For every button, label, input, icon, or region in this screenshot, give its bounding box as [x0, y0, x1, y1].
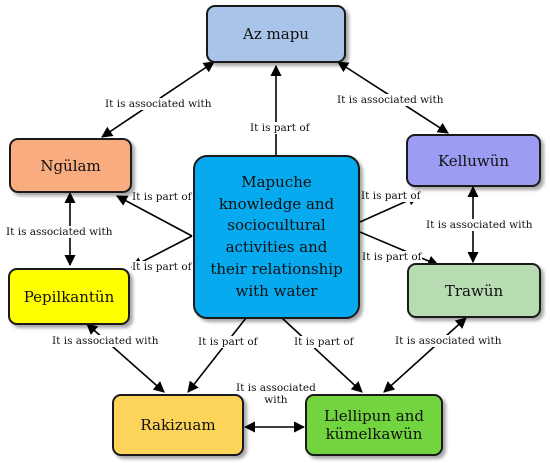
edge-label-rakizuam-llellipun: It is associated with	[236, 382, 316, 407]
edge-label-azmapu-kelluwun: It is associated with	[337, 94, 444, 107]
node-pepilkantun: Pepilkantün	[8, 268, 130, 325]
edge-label-center-ngulam: It is part of	[132, 191, 192, 204]
node-center-label: Mapuche knowledge and sociocultural acti…	[210, 172, 343, 300]
node-llellipun: Llellipun and kümelkawün	[305, 394, 443, 456]
node-trawun-label: Trawün	[444, 281, 504, 300]
edge-label-center-pepilkantun: It is part of	[132, 261, 192, 274]
node-llellipun-label: Llellipun and kümelkawün	[324, 407, 424, 443]
edge-label-trawun-llellipun: It is associated with	[395, 335, 502, 348]
edge-label-ngulam-pepilkantun: It is associated with	[6, 226, 113, 239]
node-kelluwun: Kelluwün	[406, 134, 541, 187]
node-pepilkantun-label: Pepilkantün	[23, 287, 115, 306]
edge-label-center-rakizuam: It is part of	[198, 336, 258, 349]
edge-center-trawun	[359, 231, 440, 267]
edge-label-center-llellipun: It is part of	[294, 336, 354, 349]
node-rakizuam: Rakizuam	[112, 394, 244, 456]
node-az-mapu-label: Az mapu	[243, 25, 309, 43]
node-ngulam-label: Ngülam	[40, 156, 101, 175]
edge-center-ngulam	[116, 195, 193, 237]
node-rakizuam-label: Rakizuam	[140, 416, 216, 434]
edge-label-center-azmapu: It is part of	[250, 122, 310, 135]
edge-label-pepilkantun-rakizuam: It is associated with	[52, 335, 159, 348]
edge-trawun-llellipun	[383, 317, 467, 393]
edge-label-center-trawun: It is part of	[362, 251, 422, 264]
edge-label-center-kelluwun: It is part of	[361, 190, 421, 203]
node-ngulam: Ngülam	[9, 138, 132, 193]
edge-label-azmapu-ngulam: It is associated with	[105, 98, 212, 111]
edge-label-kelluwun-trawun: It is associated with	[426, 219, 533, 232]
edge-center-rakizuam	[187, 317, 247, 393]
node-center: Mapuche knowledge and sociocultural acti…	[193, 155, 360, 319]
node-kelluwun-label: Kelluwün	[437, 151, 510, 170]
node-trawun: Trawün	[407, 263, 541, 318]
node-az-mapu: Az mapu	[206, 5, 346, 63]
edge-center-llellipun	[281, 317, 363, 393]
